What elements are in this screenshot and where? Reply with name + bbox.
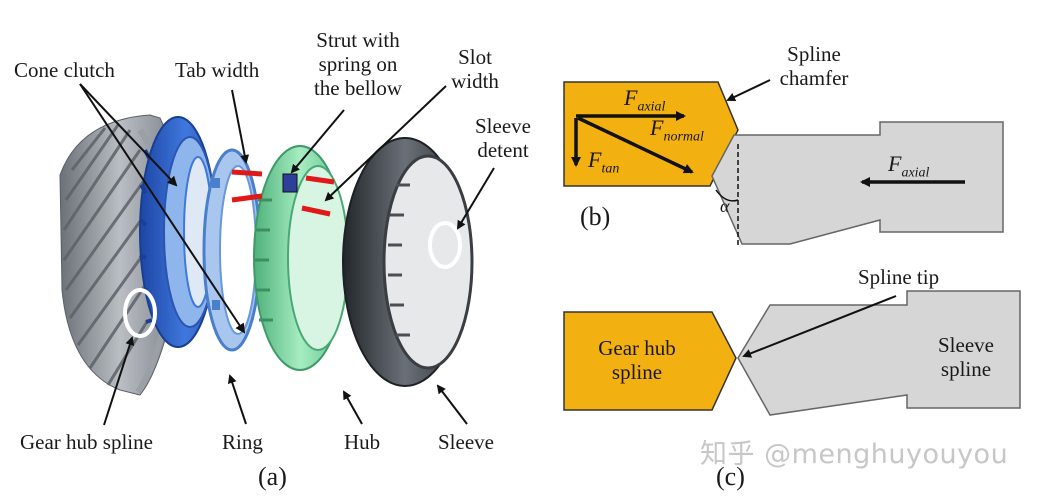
spline-chamfer-leader bbox=[726, 79, 771, 102]
sleeve-part bbox=[342, 137, 474, 387]
label-alpha: α bbox=[720, 196, 730, 216]
label-f-tan: Ftan bbox=[588, 148, 619, 181]
sleeve-detent-highlight bbox=[428, 221, 462, 269]
label-gear-hub-spline-a: Gear hub spline bbox=[20, 430, 153, 454]
f-axial-sleeve-symbol: F bbox=[888, 151, 902, 176]
sleeve-spline-shape-c bbox=[737, 290, 1021, 416]
label-sleeve-line2: spline bbox=[940, 357, 992, 381]
synchronizer-exploded-view bbox=[59, 83, 495, 426]
label-cone-clutch: Cone clutch bbox=[14, 58, 115, 82]
label-strut-line1: Strut with bbox=[316, 28, 400, 52]
label-hub: Hub bbox=[344, 430, 381, 454]
label-f-axial: Faxial bbox=[624, 86, 665, 119]
label-sleeve-line1: Sleeve bbox=[938, 333, 994, 357]
label-f-normal: Fnormal bbox=[650, 116, 704, 149]
sleeve-spline-shape-b bbox=[711, 121, 1004, 245]
label-strut-line2: spring on bbox=[318, 52, 398, 76]
panel-b-diagram bbox=[563, 79, 1004, 248]
label-sleeve-detent-line1: Sleeve bbox=[475, 114, 531, 138]
label-tab-width: Tab width bbox=[175, 58, 260, 82]
label-f-axial-sleeve: Faxial bbox=[888, 152, 929, 185]
label-ring: Ring bbox=[222, 430, 263, 454]
width-markers bbox=[231, 169, 335, 217]
label-spline-chamfer-line1: Spline bbox=[787, 42, 841, 66]
alpha-arc bbox=[715, 189, 739, 202]
label-spline-chamfer: Spline chamfer bbox=[764, 42, 864, 90]
label-strut-line3: the bellow bbox=[313, 76, 403, 100]
f-normal-symbol: F bbox=[650, 115, 664, 140]
spline-tip-leader bbox=[742, 295, 897, 358]
ring-part bbox=[202, 148, 262, 352]
panel-c-diagram bbox=[563, 290, 1021, 416]
caption-c: (c) bbox=[716, 462, 745, 491]
caption-b: (b) bbox=[580, 202, 611, 231]
f-tan-symbol: F bbox=[588, 147, 602, 172]
force-vectors bbox=[571, 111, 965, 187]
label-strut: Strut with spring on the bellow bbox=[300, 28, 416, 100]
f-tan-subscript: tan bbox=[601, 161, 620, 177]
gear-hub-spline-shape-c bbox=[563, 311, 737, 411]
label-sleeve: Sleeve bbox=[438, 430, 494, 454]
watermark: 知乎 @menghuyouyou bbox=[700, 439, 1009, 470]
label-spline-tip: Spline tip bbox=[858, 265, 940, 289]
label-slot-width: Slot width bbox=[440, 45, 510, 93]
label-gear-hub-spline-c: Gear hub spline bbox=[578, 336, 696, 384]
gear-hub-spline-highlight bbox=[123, 288, 157, 338]
hub-part bbox=[253, 145, 349, 371]
f-normal-subscript: normal bbox=[663, 129, 704, 145]
label-slot-line1: Slot bbox=[458, 45, 492, 69]
label-sleeve-detent: Sleeve detent bbox=[462, 114, 544, 162]
label-gear-hub-line1: Gear hub bbox=[598, 336, 676, 360]
label-sleeve-detent-line2: detent bbox=[477, 138, 529, 162]
label-sleeve-spline-c: Sleeve spline bbox=[924, 333, 1008, 381]
f-axial-sleeve-subscript: axial bbox=[901, 165, 930, 181]
label-spline-chamfer-line2: chamfer bbox=[779, 66, 849, 90]
label-slot-line2: width bbox=[451, 69, 499, 93]
f-axial-subscript: axial bbox=[637, 99, 666, 115]
caption-a: (a) bbox=[258, 462, 287, 491]
f-axial-symbol: F bbox=[624, 85, 638, 110]
label-gear-hub-line2: spline bbox=[611, 360, 663, 384]
leader-lines-a bbox=[79, 83, 495, 426]
